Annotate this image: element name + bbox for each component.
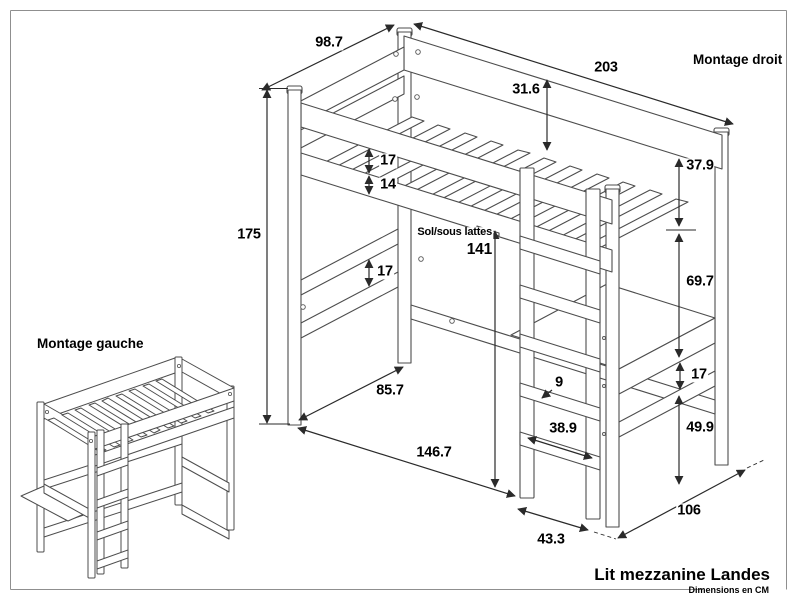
dim-label-top-to-shelf-rail: 37.9	[685, 157, 715, 174]
dim-label-ladder-rung-width: 38.9	[548, 420, 578, 437]
dim-label-head-mid-rail-gap: 17	[376, 263, 394, 280]
units-note: Dimensions en CM	[688, 585, 769, 595]
dim-label-lower-rail-gap: 17	[690, 366, 708, 383]
left-bed-posts-front	[87, 385, 235, 579]
dim-label-rail-to-floor: 49.9	[685, 419, 715, 436]
left-foot-low-rail	[181, 504, 230, 540]
left-drawing	[20, 356, 235, 579]
front-left-post	[286, 85, 303, 426]
dim-label-rung-thickness: 9	[554, 374, 564, 391]
dim-line-bed-length-top	[413, 22, 734, 126]
dim-label-rail-to-slats: 31.6	[511, 81, 541, 98]
dim-label-deck-rail-height: 14	[379, 176, 397, 193]
dim-line-bed-width-top	[261, 24, 395, 91]
dim-label-floor-length: 146.7	[415, 444, 453, 461]
dimension-lines	[259, 22, 765, 540]
view-title-left: Montage gauche	[37, 336, 144, 351]
left-front-guard-rail	[94, 387, 235, 450]
dim-label-ladder-to-post: 43.3	[536, 531, 566, 548]
left-foot-mid-rail	[181, 456, 230, 493]
back-posts	[396, 27, 730, 466]
dim-line-head-floor-width	[298, 366, 404, 421]
dim-dash-ladder-floor	[593, 531, 617, 540]
product-name: Lit mezzanine Landes	[594, 565, 770, 584]
dim-label-bed-width-top: 98.7	[314, 34, 344, 51]
dim-label-bed-length-top: 203	[593, 59, 619, 76]
dim-dash-foot-floor	[746, 459, 765, 469]
dim-label-slats-level-label: Sol/sous lattes	[416, 226, 493, 239]
main-drawing	[286, 27, 730, 528]
dim-label-shelf-rail-span: 69.7	[685, 273, 715, 290]
dim-line-floor-length	[297, 426, 516, 498]
left-ladder	[96, 423, 129, 575]
dim-line-ladder-rung-width	[527, 436, 593, 460]
left-back-low-rail	[43, 482, 183, 538]
view-title-right: Montage droit	[693, 52, 783, 67]
front-right-post	[604, 184, 621, 528]
page-frame	[10, 10, 787, 590]
dim-label-foot-floor-width: 106	[676, 502, 702, 519]
left-screw-details	[45, 363, 232, 443]
dim-label-floor-to-slats: 141	[465, 240, 493, 259]
dim-label-total-height: 175	[236, 226, 262, 243]
left-front-deck-rail	[94, 406, 235, 467]
dim-line-rung-thickness	[541, 389, 553, 399]
ladder	[519, 167, 601, 520]
dim-line-ladder-to-post	[517, 507, 589, 532]
dim-label-head-floor-width: 85.7	[375, 382, 405, 399]
dim-label-guardrail-gap: 17	[379, 152, 397, 169]
